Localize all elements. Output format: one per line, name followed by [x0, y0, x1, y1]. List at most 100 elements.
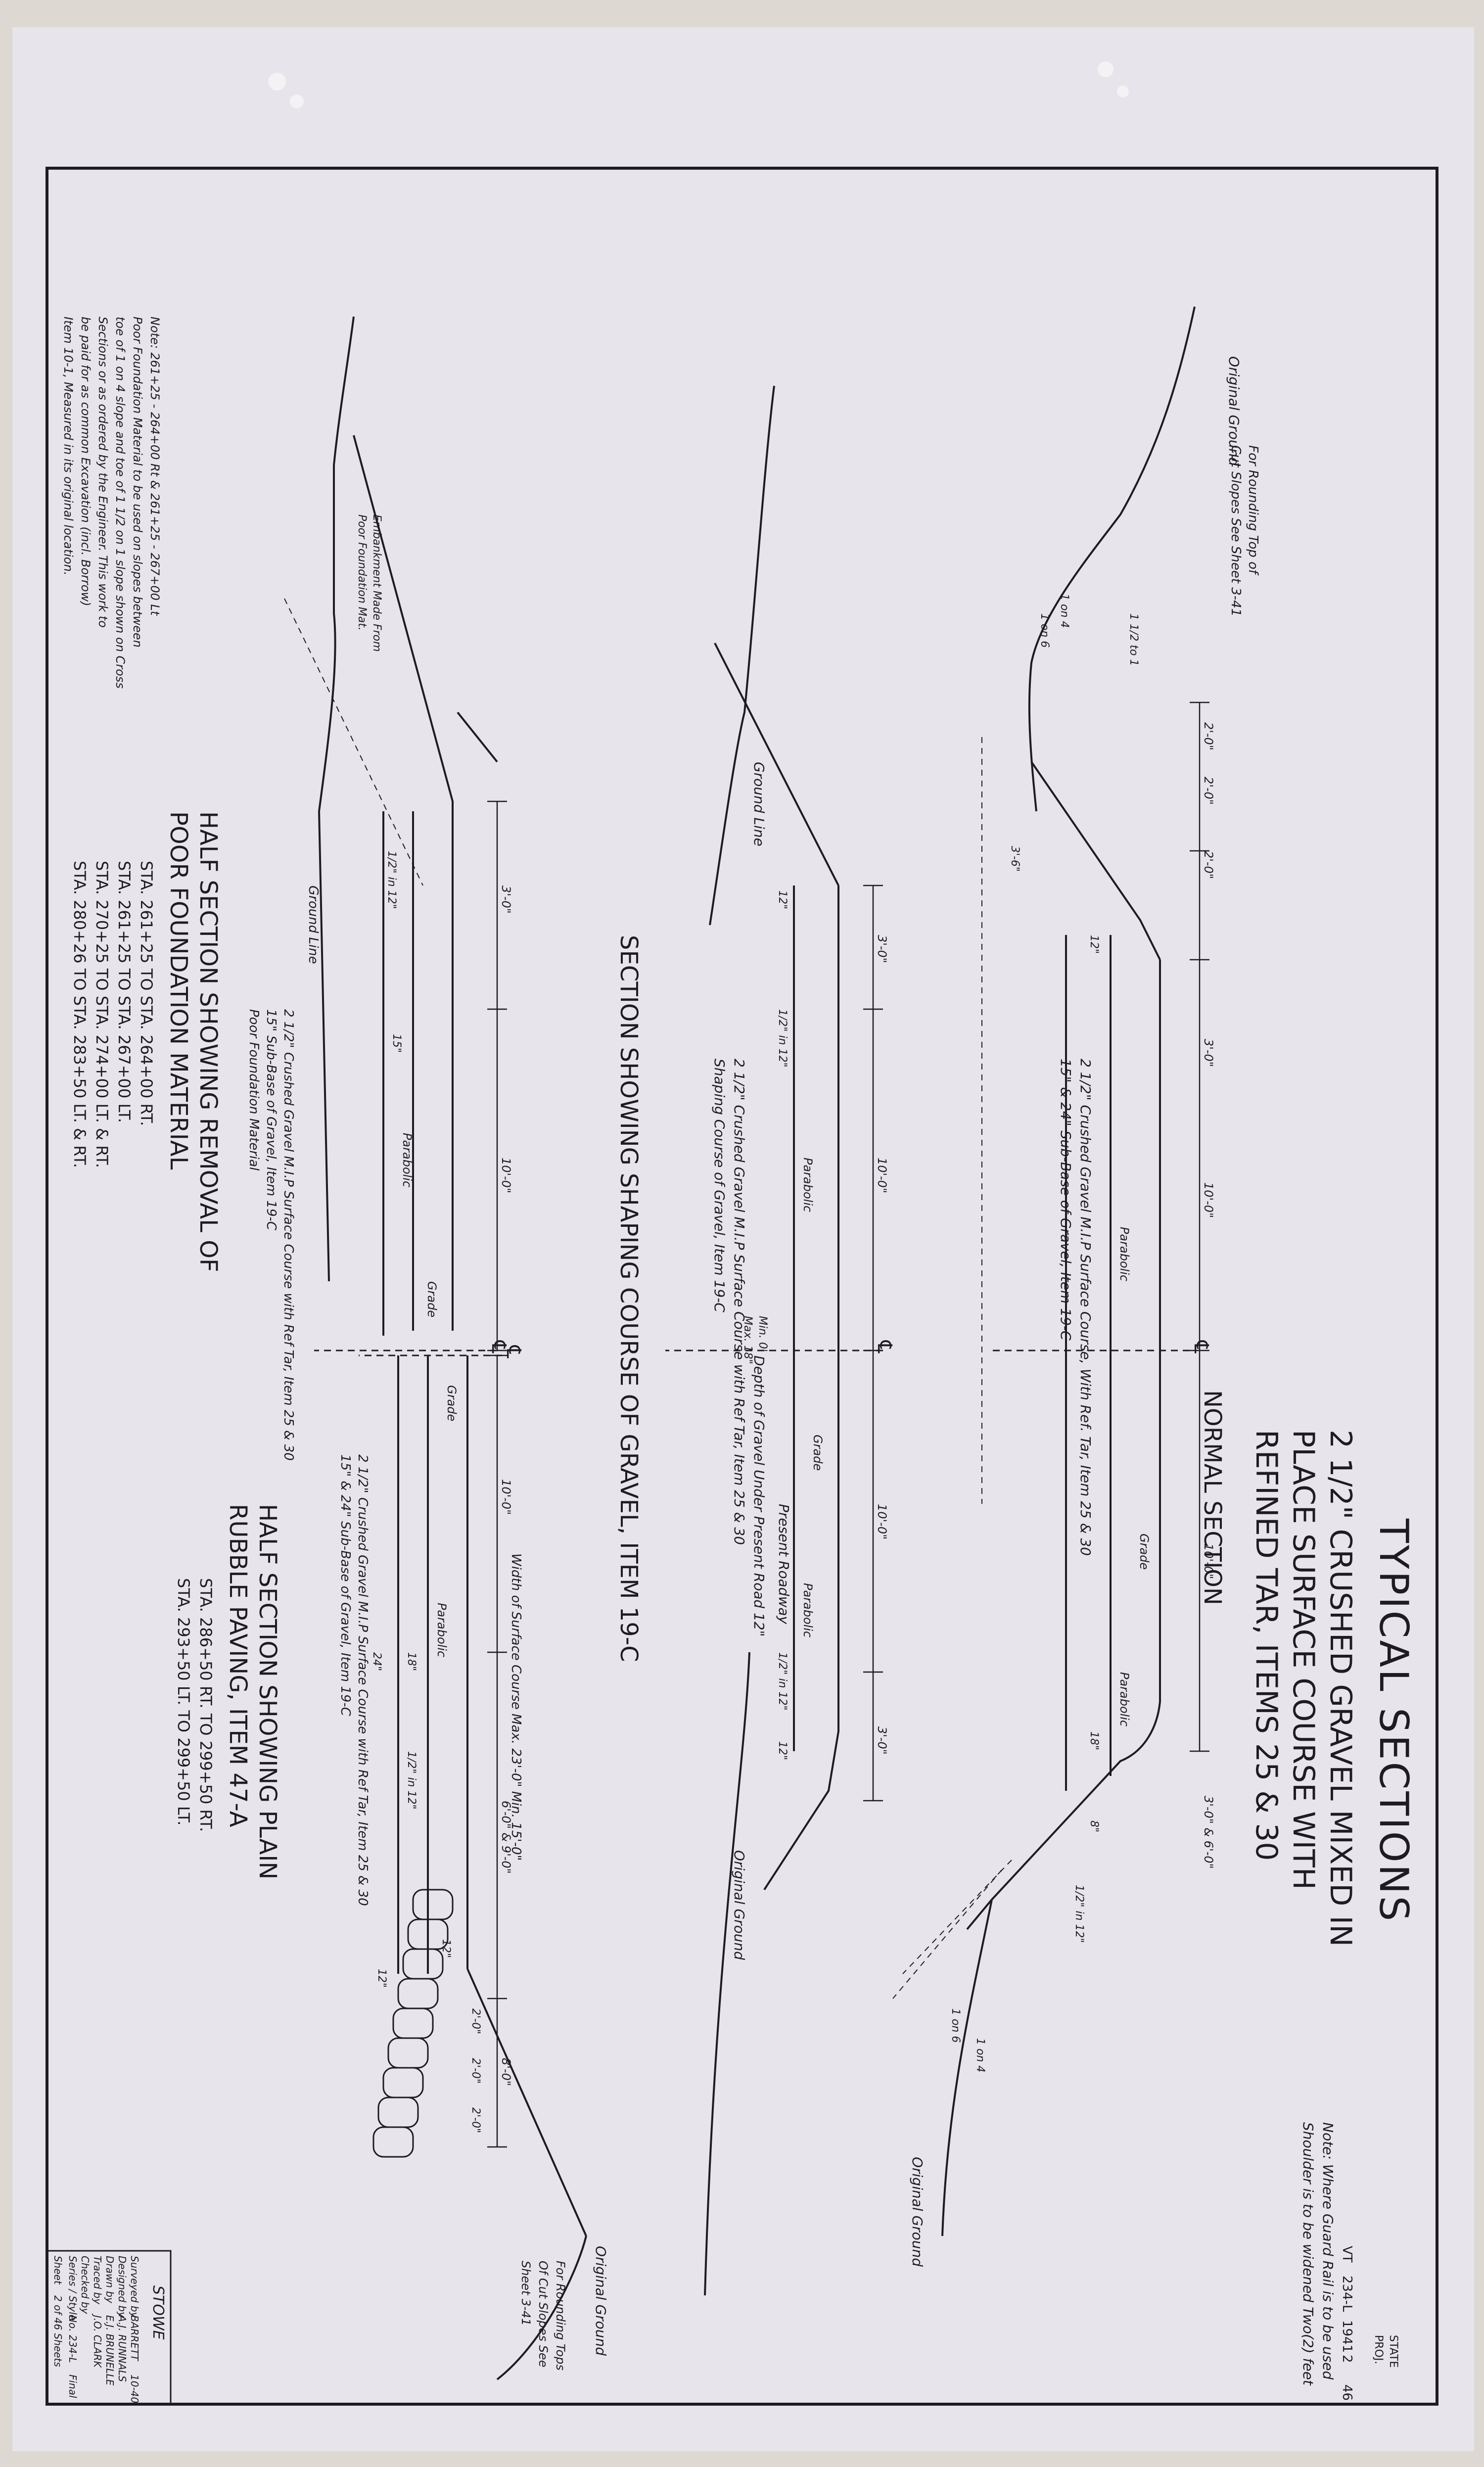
shaping-dim-1: 3'-0" [875, 935, 889, 963]
shaping-roadway-top [763, 885, 839, 1891]
rubble-original-ground: Original Ground [593, 2246, 609, 2356]
rubble-dim-4: 2'-0" [469, 2008, 482, 2034]
rubble-rounding-3: Sheet 3-41 [519, 2261, 533, 2326]
shaping-parabolic-right: Parabolic [801, 1583, 815, 1637]
normal-dim-7: 3'-0" & 6'-0" [1202, 1796, 1215, 1869]
shaping-dim-4: 3'-0" [875, 1726, 889, 1755]
normal-dim-9: 12" [1088, 935, 1100, 954]
pf-dim-3: 15" [390, 1034, 403, 1053]
rubble-dim-7: 12" [440, 1939, 452, 1958]
shaping-original-ground: Original Ground [731, 1850, 747, 1960]
credits-name-2: E.J. BRUNELLE [104, 2315, 116, 2386]
shaping-slope-left [714, 643, 839, 886]
binder-hole [1098, 61, 1113, 77]
pf-note-6: Item 10-1, Measured in its original loca… [61, 317, 75, 575]
normal-slope-2: 1 on 4 [1058, 594, 1070, 628]
normal-dim-lines [1190, 701, 1209, 1752]
credits-role-5: Series / Style [67, 2256, 79, 2321]
rubble-station-2: STA. 293+50 LT. TO 299+50 LT. [174, 1578, 193, 1825]
normal-ground-left [1028, 306, 1196, 812]
normal-dim-4: 3'-0" [1202, 1039, 1215, 1067]
normal-dim-11: 1/2" in 12" [1073, 1885, 1085, 1943]
rubble-dim-9: 18" [405, 1652, 417, 1671]
pf-callout-1: 2 1/2" Crushed Gravel M.I.P Surface Cour… [281, 1009, 296, 1461]
credits-block: STOWE Surveyed by BARRETT 10-40 Designed… [46, 2250, 172, 2405]
title-line-2: PLACE SURFACE COURSE WITH [1286, 1430, 1321, 1890]
header-total: 46 [1340, 2384, 1354, 2401]
credits-role-0: Surveyed by [129, 2256, 140, 2319]
rubble-dim-5: 2'-0" [469, 2058, 482, 2084]
rubble-slope [466, 1968, 587, 2236]
normal-cut-dashes [892, 737, 1012, 1999]
normal-dim-3: 2'-0" [1202, 851, 1215, 879]
normal-subbase [1065, 935, 1112, 1791]
rubble-cl: ℄ [502, 1345, 525, 1358]
border-frame [46, 167, 1438, 2406]
guard-rail-note-1: Note: Where Guard Rail is to be used [1320, 2122, 1336, 2380]
normal-dim-1: 2'-0" [1202, 722, 1215, 750]
title-line-3: REFINED TAR, ITEMS 25 & 30 [1249, 1430, 1284, 1861]
pf-slope-dashes [284, 598, 423, 886]
normal-dim-12: 3'-6" [1009, 846, 1021, 872]
rubble-dim-10: 24" [371, 1652, 383, 1671]
shaping-dim-7: 1/2" in 12" [776, 1009, 788, 1068]
rubble-dim-8: 12" [375, 1969, 388, 1988]
shaping-grade: Grade [811, 1435, 825, 1471]
pf-dim-lines [487, 800, 507, 1351]
shaping-dim-lines [863, 884, 883, 1802]
binder-hole [1117, 86, 1129, 97]
guard-rail-note-2: Shoulder is to be widened Two(2) feet [1300, 2122, 1316, 2386]
header-number: 234-L [1340, 2276, 1354, 2312]
rubble-dim-lines [487, 1354, 507, 2148]
pf-station-2: STA. 261+25 TO STA. 267+00 LT. [115, 861, 134, 1123]
pf-callout-3: Poor Foundation Material [246, 1009, 261, 1171]
credits-role-3: Traced by [92, 2256, 103, 2305]
normal-dim-10: 8" [1088, 1820, 1100, 1832]
pf-parabolic: Parabolic [400, 1133, 414, 1187]
normal-callout-1: 2 1/2" Crushed Gravel M.I.P Surface Cour… [1077, 1059, 1094, 1556]
shaping-ground-right [704, 1652, 750, 2296]
credits-name-1: A.J. RUNNALS [116, 2314, 128, 2382]
credits-extra-0: 10-40 [129, 2374, 140, 2403]
credits-role-1: Designed by [116, 2256, 128, 2318]
pf-title-1: HALF SECTION SHOWING REMOVAL OF [194, 811, 222, 1272]
normal-rounding-note-1: For Rounding Top of [1246, 445, 1260, 576]
credits-name-6: 2 of 46 Sheets [52, 2295, 64, 2367]
normal-callout-2: 15" & 24" Sub-Base of Gravel, Item 19-C [1058, 1059, 1074, 1341]
normal-slope-left [1030, 761, 1161, 960]
pf-station-3: STA. 270+25 TO STA. 274+00 LT. & RT. [93, 861, 111, 1168]
pf-dim-1: 3'-0" [499, 885, 513, 914]
rubble-callout-2: 15" & 24" Sub-Base of Gravel, Item 19-C [338, 1454, 353, 1717]
header-proj: PROJ. [1372, 2335, 1385, 2364]
normal-parabolic-right: Parabolic [1117, 1672, 1131, 1726]
normal-original-ground-right: Original Ground [909, 2157, 926, 2267]
normal-cl: ℄ [1190, 1340, 1212, 1353]
header-vt: VT [1340, 2246, 1354, 2263]
shaping-dim-6: 12" [776, 1741, 788, 1760]
credits-role-4: Checked by [79, 2256, 91, 2315]
credits-extra-5: Final [67, 2374, 79, 2398]
rubble-stones [372, 1889, 454, 2158]
shaping-dim-3: 10'-0" [875, 1504, 889, 1539]
rotated-drawing: TYPICAL SECTIONS 2 1/2" CRUSHED GRAVEL M… [46, 306, 1417, 2405]
pf-note-2: Poor Foundation Material to be used on s… [131, 317, 144, 648]
header-year: 1941 [1340, 2320, 1354, 2353]
rubble-rounding-2: Of Cut Slopes See [536, 2261, 550, 2367]
binder-hole [268, 73, 286, 91]
shaping-dim-2: 10'-0" [875, 1158, 889, 1193]
normal-section [892, 306, 1209, 2236]
shaping-dim-5: 12" [776, 890, 788, 909]
rubble-callout-1: 2 1/2" Crushed Gravel M.I.P Surface Cour… [355, 1454, 370, 1906]
pf-embankment-2: Poor Foundation Mat. [356, 514, 368, 631]
shaping-cl: ℄ [873, 1340, 896, 1353]
rubble-rounding-1: For Rounding Tops [554, 2261, 567, 2371]
pf-cl: ℄ [487, 1340, 510, 1353]
normal-slope-5: 1 on 6 [949, 2008, 962, 2043]
shaping-ground-line: Ground Line [751, 762, 767, 846]
rubble-station-1: STA. 286+50 RT. TO 299+50 RT. [196, 1578, 215, 1832]
rubble-subbase [397, 1355, 429, 1974]
shaping-dim-8: 1/2" in 12" [776, 1652, 788, 1711]
normal-original-ground-left: Original Ground [1226, 356, 1242, 466]
rubble-dim-11: 1/2" in 12" [405, 1751, 417, 1810]
